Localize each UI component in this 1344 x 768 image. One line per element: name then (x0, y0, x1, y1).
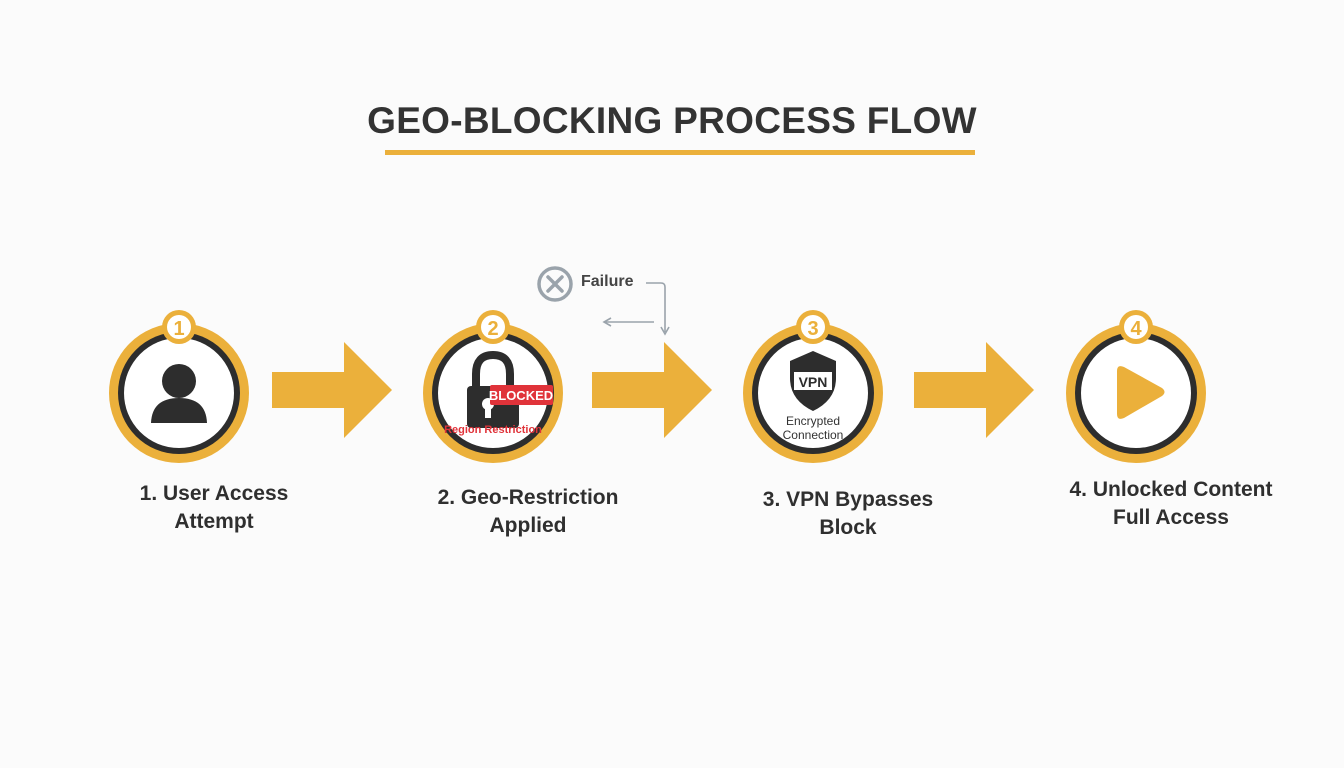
step-4-badge: 4 (1066, 310, 1206, 463)
step-1-badge: 1 (109, 310, 249, 463)
user-icon (151, 364, 207, 423)
failure-return-arrow (602, 282, 670, 336)
step-4-label-line1: 4. Unlocked Content (1069, 478, 1273, 501)
diagram-title: GEO-BLOCKING PROCESS FLOW (367, 100, 977, 141)
step-3: 3 VPN Encrypted Connection 3. VPN Bypass… (738, 308, 958, 548)
flow-arrow-2 (592, 342, 712, 438)
failure-graphics (537, 266, 670, 336)
step-1-label-line2: Attempt (174, 510, 254, 533)
step-3-label-line2: Block (819, 516, 877, 539)
step-3-badge: 3 VPN Encrypted Connection (743, 310, 883, 463)
step-2: 2 BLOCKED Region Restriction 2. Geo-Rest… (418, 308, 638, 548)
x-circle-icon (537, 266, 573, 302)
step-1-label-line1: 1. User Access (139, 482, 289, 505)
failure-label: Failure (581, 273, 634, 290)
title-underline (385, 150, 975, 155)
blocked-badge-bg (490, 385, 553, 405)
step-2-label-line1: 2. Geo-Restriction (437, 486, 619, 509)
vpn-shield-icon: VPN (790, 351, 836, 411)
step-4: 4 4. Unlocked Content Full Access (1061, 308, 1281, 548)
step-2-number: 2 (487, 318, 498, 340)
step-3-label-line1: 3. VPN Bypasses (762, 488, 934, 511)
connection-caption: Connection (783, 428, 844, 442)
failure-annotation: Failure (534, 264, 684, 344)
step-2-label-line2: Applied (489, 514, 567, 537)
step-2-badge: 2 BLOCKED Region Restriction (423, 310, 563, 463)
step-1-number: 1 (173, 318, 184, 340)
encrypted-caption: Encrypted (786, 414, 840, 428)
region-restriction-caption: Region Restriction (444, 424, 542, 436)
blocked-badge: BLOCKED (489, 388, 553, 403)
step-3-number: 3 (807, 318, 818, 340)
step-4-number: 4 (1130, 318, 1142, 340)
step-1: 1 1. User Access Attempt (104, 308, 324, 548)
step-4-label-line2: Full Access (1113, 506, 1229, 529)
flow-arrow-1 (272, 342, 392, 438)
vpn-shield-text: VPN (799, 374, 828, 390)
flow-arrow-3 (914, 342, 1034, 438)
play-icon (1117, 366, 1165, 419)
